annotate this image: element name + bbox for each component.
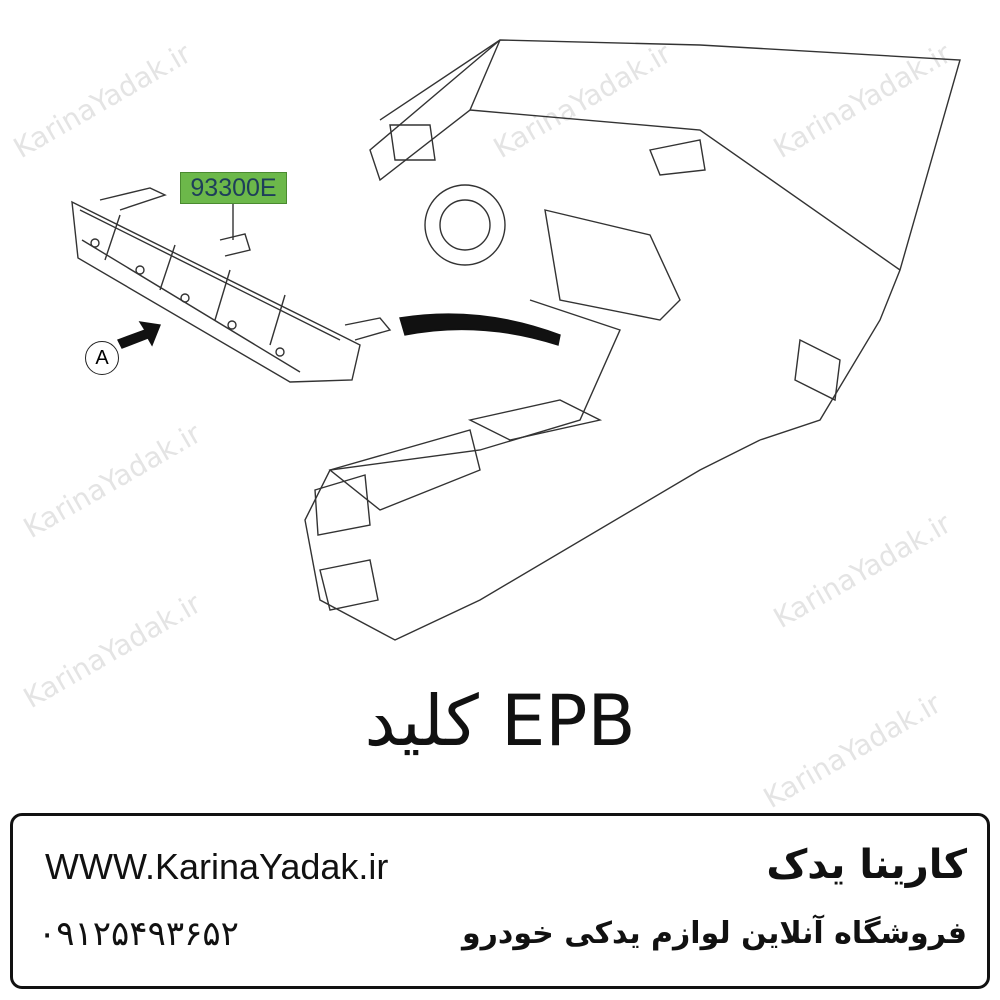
brand-name: کارینا یدک <box>766 842 967 888</box>
callout-a: A <box>85 341 119 375</box>
dashboard-drawing <box>304 39 961 641</box>
store-slogan: فروشگاه آنلاین لوازم یدکی خودرو <box>462 916 967 951</box>
arrow-a <box>117 321 161 349</box>
part-number-label: 93300E <box>180 172 287 204</box>
website-link[interactable]: WWW.KarinaYadak.ir <box>45 846 389 887</box>
contact-box: WWW.KarinaYadak.ir ۰۹۱۲۵۴۹۳۶۵۲ کارینا ید… <box>10 813 990 989</box>
switch-panel-drawing <box>71 187 392 383</box>
pointer-arrow <box>399 313 561 346</box>
dashboard-diagram <box>71 39 961 641</box>
product-title: کلید EPB <box>364 680 636 762</box>
phone-number[interactable]: ۰۹۱۲۵۴۹۳۶۵۲ <box>38 914 239 954</box>
